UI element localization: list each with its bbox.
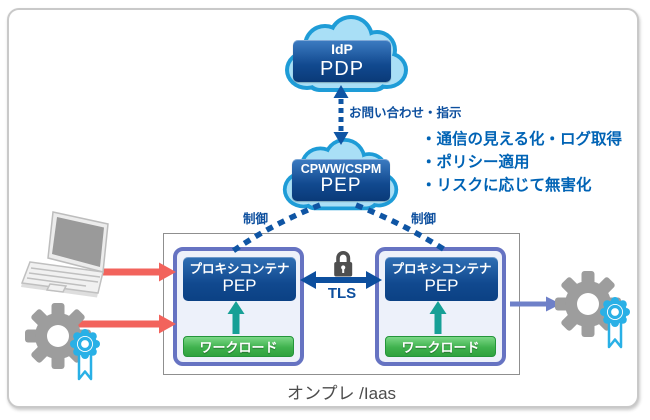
pep-label: PEP [320,175,362,197]
right-workload-box: ワークロード [385,336,496,357]
control-label-right: 制御 [411,212,437,226]
left-proxy-subtitle: PEP [222,276,257,296]
onprem-zone-label: オンプレ /Iaas [286,384,397,403]
tls-label: TLS [327,285,357,302]
query-instruction-label: お問い合わせ・指示 [349,106,462,120]
pdp-label: PDP [319,57,365,80]
idp-label: IdP [331,41,353,58]
feature-item-3: ・リスクに応じて無害化 [421,177,592,194]
feature-item-1: ・通信の見える化・ログ取得 [421,131,623,148]
control-label-left: 制御 [243,212,269,226]
left-proxy-pep-panel: プロキシコンテナ PEP [183,257,296,301]
left-proxy-title: プロキシコンテナ [189,262,290,277]
right-proxy-title: プロキシコンテナ [391,262,492,277]
cpww-cspm-label: CPWW/CSPM [300,161,382,176]
right-proxy-subtitle: PEP [424,276,459,296]
right-proxy-pep-panel: プロキシコンテナ PEP [385,257,498,301]
left-workload-box: ワークロード [183,336,294,357]
feature-item-2: ・ポリシー適用 [421,154,530,171]
feature-list: ・通信の見える化・ログ取得 ・ポリシー適用 ・リスクに応じて無害化 [421,128,622,197]
cpww-cspm-pep-panel: CPWW/CSPM PEP [292,159,390,201]
idp-pdp-panel: IdP PDP [293,40,391,82]
